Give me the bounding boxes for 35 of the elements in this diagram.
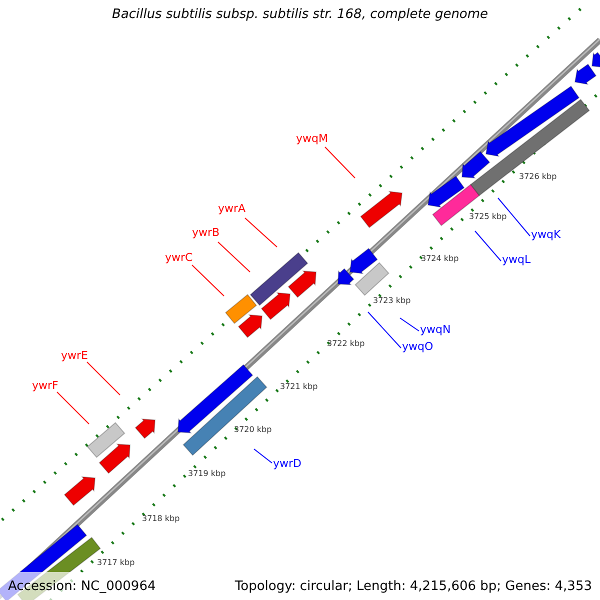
leader-line [474, 230, 502, 262]
position-label: 3718 kbp [142, 515, 180, 523]
gene-label: ywrA [218, 203, 246, 214]
position-label: 3717 kbp [97, 559, 135, 567]
position-label: 3726 kbp [519, 173, 557, 181]
position-label: 3724 kbp [421, 255, 459, 263]
leader-line [368, 312, 402, 348]
gene-label: ywrD [273, 458, 302, 469]
leader-line [254, 448, 272, 464]
position-label: 3722 kbp [327, 340, 365, 348]
title: Bacillus subtilis subsp. subtilis str. 168, complete genome [110, 8, 490, 21]
footer-text: Accession: NC_000964 [8, 580, 156, 592]
leader-line [56, 392, 90, 424]
position-label: 3721 kbp [280, 383, 318, 391]
gene-label: ywqL [502, 254, 531, 265]
leader-line [218, 242, 250, 272]
gene-label: ywrC [165, 252, 193, 263]
gene-label: ywrE [61, 350, 88, 361]
leader-line [192, 264, 224, 296]
gene-label: ywqM [296, 133, 328, 144]
leader-line [400, 318, 420, 332]
leader-line [498, 198, 530, 236]
position-label: 3723 kbp [373, 297, 411, 305]
gene-label: ywqN [420, 324, 451, 335]
footer-text: Topology: circular; Length: 4,215,606 bp; Genes: 4,353 [234, 580, 592, 592]
gene-label: ywrF [32, 380, 58, 391]
position-label: 3720 kbp [234, 426, 272, 434]
gene-label: ywrB [192, 227, 220, 238]
leader-line [244, 218, 278, 248]
position-label: 3719 kbp [188, 470, 226, 478]
leader-line [86, 362, 120, 396]
gene-label: ywqK [531, 229, 561, 240]
leader-line [324, 146, 356, 178]
position-label: 3725 kbp [469, 213, 507, 221]
gene-label: ywqO [402, 341, 434, 352]
